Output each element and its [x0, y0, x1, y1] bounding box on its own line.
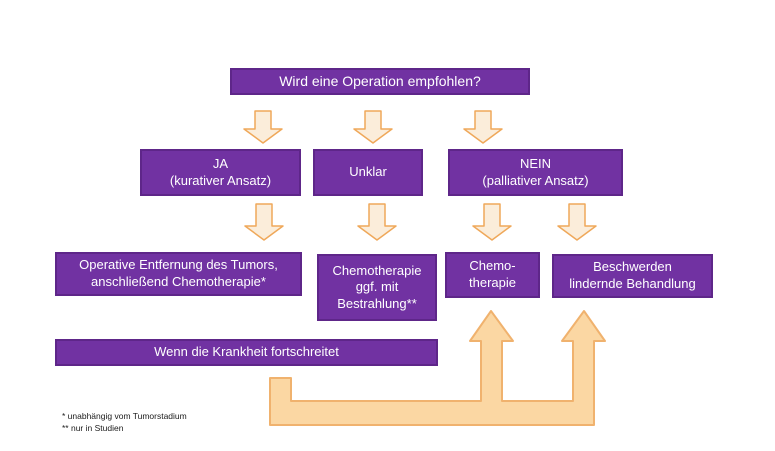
down-arrow-icon: [243, 110, 283, 144]
decision-box-unklar: Unklar: [313, 149, 423, 196]
progression-box: Wenn die Krankheit fortschreitet: [55, 339, 438, 366]
treatment-box-line: Chemotherapie: [332, 262, 422, 278]
down-arrow-icon: [463, 110, 503, 144]
question-box-label: Wird eine Operation empfohlen?: [279, 72, 481, 89]
treatment-box-line: lindernde Behandlung: [569, 276, 696, 291]
down-arrow-icon: [472, 203, 512, 241]
question-box: Wird eine Operation empfohlen?: [230, 68, 530, 95]
footnotes: * unabhängig vom Tumorstadium ** nur in …: [62, 410, 187, 434]
decision-box-sublabel: (palliativer Ansatz): [482, 172, 589, 188]
decision-box-nein: NEIN (palliativer Ansatz): [448, 149, 623, 196]
progression-box-label: Wenn die Krankheit fortschreitet: [154, 344, 339, 360]
treatment-box-beschwerden: Beschwerden lindernde Behandlung: [552, 254, 713, 298]
treatment-box-line: ggf. mit: [355, 279, 399, 295]
decision-box-sublabel: (kurativer Ansatz): [169, 172, 272, 188]
feedback-loop-arrow-icon: [269, 310, 606, 426]
treatment-box-operative: Operative Entfernung des Tumors, anschli…: [55, 252, 302, 296]
treatment-box-line: Beschwerden: [593, 259, 672, 275]
treatment-box-line: anschließend Chemotherapie*: [91, 274, 266, 289]
decision-box-label: NEIN: [519, 155, 552, 171]
decision-box-label: JA: [212, 155, 229, 171]
treatment-box-line: Bestrahlung**: [337, 295, 417, 311]
decision-box-label: Unklar: [349, 164, 387, 180]
treatment-box-chemotherapie: Chemo- therapie: [445, 252, 540, 298]
treatment-box-line: Operative Entfernung des Tumors,: [79, 257, 278, 273]
footnote-tumorstadium: * unabhängig vom Tumorstadium: [62, 411, 187, 421]
down-arrow-icon: [353, 110, 393, 144]
down-arrow-icon: [357, 203, 397, 241]
down-arrow-icon: [557, 203, 597, 241]
decision-box-ja: JA (kurativer Ansatz): [140, 149, 301, 196]
footnote-studien: ** nur in Studien: [62, 423, 124, 433]
treatment-box-chemo-bestrahlung: Chemotherapie ggf. mit Bestrahlung**: [317, 254, 437, 321]
treatment-box-line: therapie: [469, 275, 516, 290]
down-arrow-icon: [244, 203, 284, 241]
treatment-box-line: Chemo-: [469, 258, 516, 274]
